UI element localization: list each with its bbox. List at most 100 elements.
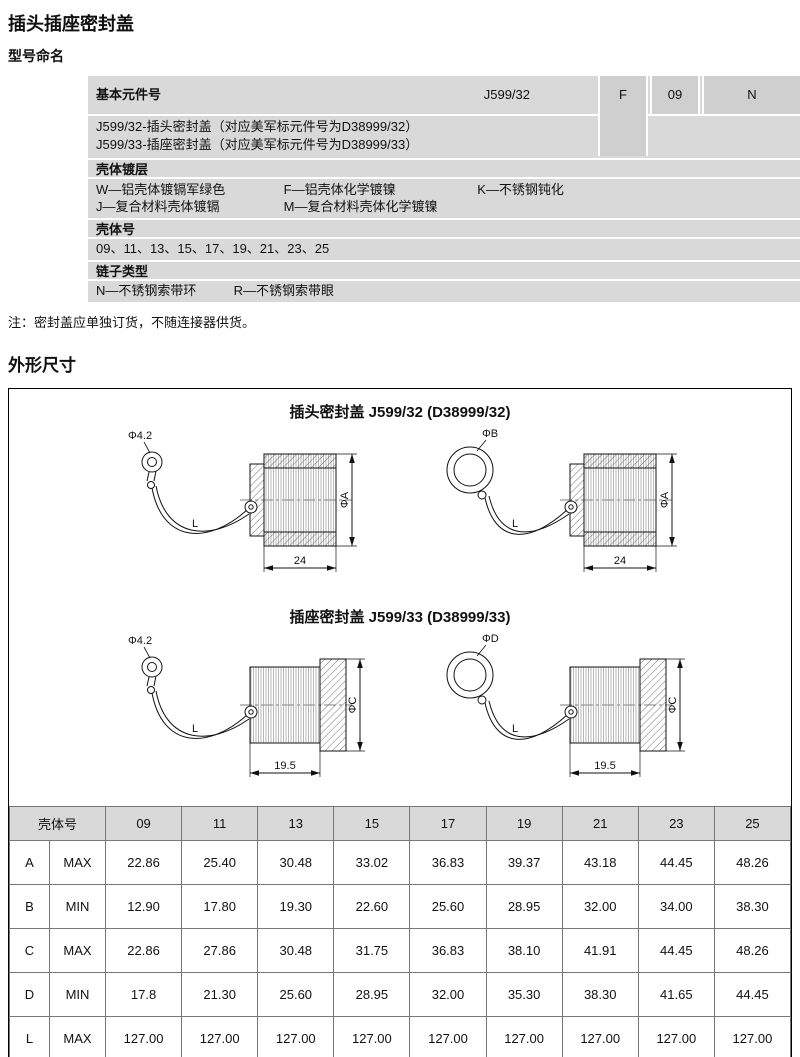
plating-option: W—铝壳体镀镉军绿色 — [96, 182, 226, 197]
param-cell: C — [9, 928, 50, 973]
svg-text:L: L — [192, 723, 198, 735]
socket-cap-drawing-title: 插座密封盖 J599/33 (D38999/33) — [289, 609, 511, 626]
value-cell: 22.86 — [104, 840, 183, 885]
limit-cell: MAX — [49, 1016, 106, 1057]
outline-section-title: 外形尺寸 — [8, 356, 76, 375]
base-part-descriptions: J599/32-插头密封盖（对应美军标元件号为D38999/32） J599/3… — [88, 114, 800, 158]
col-header: 19 — [485, 806, 563, 841]
value-cell: 41.91 — [561, 928, 639, 973]
svg-text:L: L — [192, 518, 198, 530]
value-cell: 25.60 — [257, 972, 335, 1017]
plug-cap-drawing-title: 插头密封盖 J599/32 (D38999/32) — [289, 404, 511, 421]
col-header-shell: 壳体号 — [9, 806, 106, 841]
svg-text:24: 24 — [294, 555, 306, 567]
value-cell: 32.00 — [561, 884, 639, 929]
col-header: 13 — [257, 806, 335, 841]
description-line: J599/33-插座密封盖（对应美军标元件号为D38999/33） — [96, 137, 419, 152]
order-note: 注：密封盖应单独订货，不随连接器供货。 — [8, 315, 256, 330]
svg-text:ΦA: ΦA — [339, 491, 351, 508]
limit-cell: MAX — [49, 928, 106, 973]
value-cell: 32.00 — [409, 972, 487, 1017]
value-cell: 36.83 — [409, 840, 487, 885]
base-part-code: J599/32 — [483, 87, 530, 102]
value-cell: 27.86 — [181, 928, 259, 973]
svg-text:ΦC: ΦC — [347, 697, 359, 714]
naming-section-title: 型号命名 — [8, 48, 64, 64]
value-cell: 127.00 — [713, 1016, 792, 1057]
value-cell: 43.18 — [561, 840, 639, 885]
param-cell: D — [9, 972, 50, 1017]
shell-size-label: 壳体号 — [88, 218, 800, 237]
value-cell: 31.75 — [333, 928, 411, 973]
plating-option: K—不锈钢钝化 — [477, 182, 564, 197]
value-cell: 28.95 — [485, 884, 563, 929]
value-cell: 127.00 — [104, 1016, 183, 1057]
value-cell: 38.10 — [485, 928, 563, 973]
plating-option: J—复合材料壳体镀镉 — [96, 199, 220, 214]
svg-text:ΦB: ΦB — [482, 428, 498, 440]
value-cell: 38.30 — [561, 972, 639, 1017]
value-cell: 127.00 — [333, 1016, 411, 1057]
svg-text:Φ4.2: Φ4.2 — [128, 430, 152, 442]
value-cell: 25.60 — [409, 884, 487, 929]
value-cell: 12.90 — [104, 884, 183, 929]
svg-text:19.5: 19.5 — [594, 760, 615, 772]
value-cell: 22.60 — [333, 884, 411, 929]
plating-options: W—铝壳体镀镉军绿色 F—铝壳体化学镀镍 K—不锈钢钝化 J—复合材料壳体镀镉 … — [88, 177, 800, 218]
col-header: 25 — [713, 806, 792, 841]
value-cell: 44.45 — [713, 972, 792, 1017]
value-cell: 127.00 — [485, 1016, 563, 1057]
svg-text:ΦD: ΦD — [482, 633, 499, 645]
value-cell: 21.30 — [181, 972, 259, 1017]
param-cell: L — [9, 1016, 50, 1057]
value-cell: 38.30 — [713, 884, 792, 929]
code-cell-chain: N — [702, 76, 800, 114]
value-cell: 127.00 — [561, 1016, 639, 1057]
plating-option: F—铝壳体化学镀镍 — [283, 182, 396, 197]
limit-cell: MAX — [49, 840, 106, 885]
svg-text:ΦC: ΦC — [667, 697, 679, 714]
value-cell: 28.95 — [333, 972, 411, 1017]
chain-option: R—不锈钢索带眼 — [233, 283, 335, 298]
page-title: 插头插座密封盖 — [8, 14, 134, 34]
value-cell: 30.48 — [257, 928, 335, 973]
col-header: 15 — [333, 806, 411, 841]
col-header: 21 — [561, 806, 639, 841]
model-naming-table: 基本元件号 J599/32 J599/32-插头密封盖（对应美军标元件号为D38… — [88, 76, 800, 302]
base-part-label: 基本元件号 — [96, 87, 162, 102]
col-header: 17 — [409, 806, 487, 841]
chain-type-label: 链子类型 — [88, 260, 800, 279]
value-cell: 36.83 — [409, 928, 487, 973]
svg-text:24: 24 — [614, 555, 626, 567]
chain-type-options: N—不锈钢索带环 R—不锈钢索带眼 — [88, 279, 800, 302]
base-part-row: 基本元件号 J599/32 — [88, 76, 800, 114]
value-cell: 30.48 — [257, 840, 335, 885]
chain-option: N—不锈钢索带环 — [96, 283, 197, 298]
value-cell: 25.40 — [181, 840, 259, 885]
description-line: J599/32-插头密封盖（对应美军标元件号为D38999/32） — [96, 119, 419, 134]
value-cell: 22.86 — [104, 928, 183, 973]
value-cell: 44.45 — [637, 928, 715, 973]
limit-cell: MIN — [49, 884, 106, 929]
col-header: 23 — [637, 806, 715, 841]
code-cell-plating: F — [598, 76, 648, 156]
value-cell: 19.30 — [257, 884, 335, 929]
svg-text:L: L — [512, 518, 518, 530]
value-cell: 34.00 — [637, 884, 715, 929]
value-cell: 127.00 — [257, 1016, 335, 1057]
